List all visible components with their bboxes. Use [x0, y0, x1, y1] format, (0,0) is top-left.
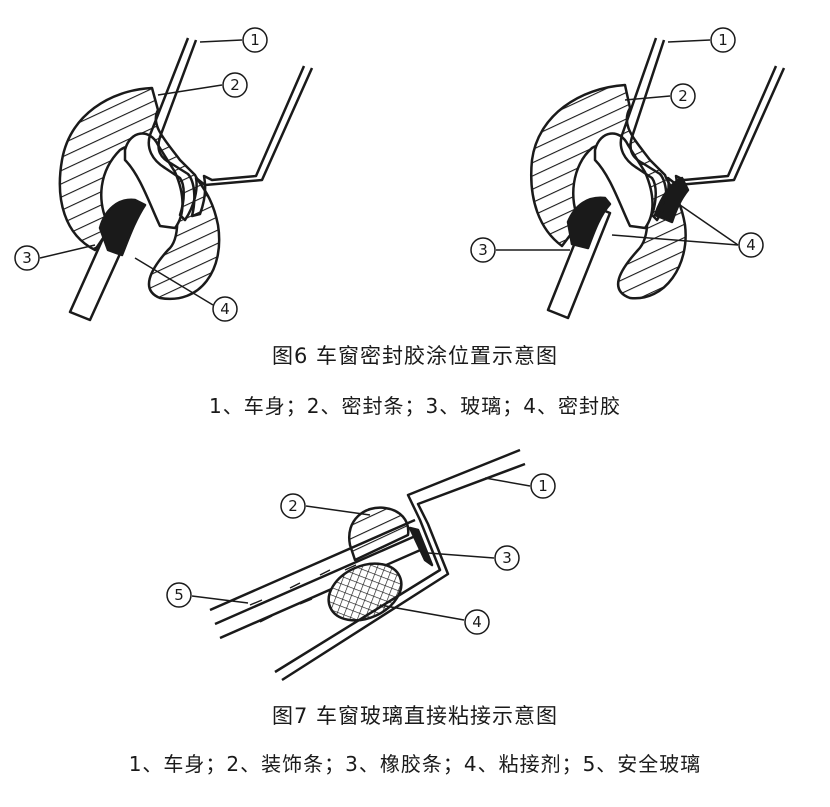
- fig7-callouts: [166, 473, 556, 635]
- fig6-right-label-3: 3: [478, 241, 488, 259]
- body-panel-outer: [147, 37, 314, 222]
- callout-3-circle: [14, 245, 40, 271]
- fig6-right-callouts: [470, 27, 764, 263]
- sealant: [566, 196, 612, 250]
- fig6-caption: 图6 车窗密封胶涂位置示意图: [271, 344, 559, 368]
- fig7-label-5: 5: [174, 586, 184, 604]
- fig6-legend: 1、车身；2、密封条；3、玻璃；4、密封胶: [209, 394, 621, 418]
- callout-3-circle: [470, 237, 496, 263]
- fig7-label-2: 2: [288, 497, 298, 515]
- callout-1-circle: [710, 27, 736, 53]
- glass-upper-line: [209, 518, 416, 612]
- glass-dashes: [249, 564, 357, 623]
- fig7-legend: 1、车身；2、装饰条；3、橡胶条；4、粘接剂；5、安全玻璃: [128, 752, 702, 776]
- callout-2-circle: [222, 72, 248, 98]
- glass-lower-line: [219, 546, 426, 640]
- sealant: [98, 198, 147, 257]
- fig6-left-callouts: [14, 27, 268, 322]
- callout-4-circle: [464, 609, 490, 635]
- fig7-label-4: 4: [472, 613, 482, 631]
- fig6-right-drawing: [530, 37, 786, 320]
- fig6-right-callout-labels: 1 2 3 4: [478, 31, 756, 259]
- body-panel-outer: [619, 37, 786, 222]
- body-flange-inner: [281, 462, 526, 682]
- body-panel-inner: [157, 39, 306, 218]
- adhesive-bead: [327, 562, 403, 622]
- fig6-left-label-4: 4: [220, 300, 230, 318]
- callout-2-circle: [670, 83, 696, 109]
- fig7-drawing: [209, 448, 526, 682]
- fig6-left-label-3: 3: [22, 249, 32, 267]
- callout-5-circle: [166, 582, 192, 608]
- fig6-right-label-2: 2: [678, 87, 688, 105]
- fig6-right-label-1: 1: [718, 31, 728, 49]
- fig7-caption: 图7 车窗玻璃直接粘接示意图: [271, 704, 559, 728]
- fig6-left-callout-labels: 1 2 3 4: [22, 31, 260, 318]
- fig6-left-label-1: 1: [250, 31, 260, 49]
- fig6-right-label-4: 4: [746, 236, 756, 254]
- callout-1-circle: [242, 27, 268, 53]
- callout-4-circle: [738, 232, 764, 258]
- callout-3-circle: [494, 545, 520, 571]
- fig7-callout-labels: 1 2 3 4 5: [174, 477, 548, 631]
- fig6-left-label-2: 2: [230, 76, 240, 94]
- seal-strip: [530, 83, 687, 300]
- callout-1-circle: [530, 473, 556, 499]
- callout-4-circle: [212, 296, 238, 322]
- trim-strip: [347, 506, 410, 562]
- body-flange-outer: [274, 448, 521, 674]
- fig7-label-1: 1: [538, 477, 548, 495]
- fig6-left-drawing: [58, 37, 314, 322]
- callout-2-circle: [280, 493, 306, 519]
- fig7-label-3: 3: [502, 549, 512, 567]
- glass-mid-line: [214, 532, 421, 626]
- body-panel-inner: [629, 39, 778, 218]
- rubber-strip: [408, 526, 434, 567]
